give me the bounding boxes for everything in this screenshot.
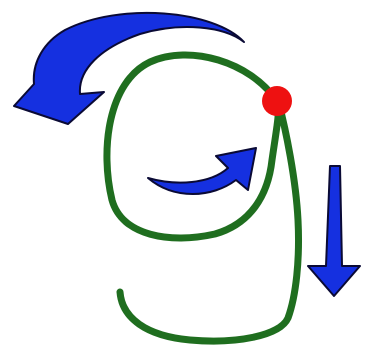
- start-dot: [262, 86, 292, 116]
- inner-curved-arrow-icon: [148, 148, 256, 194]
- down-arrow-icon: [308, 166, 360, 296]
- top-left-curved-arrow-icon: [14, 13, 244, 124]
